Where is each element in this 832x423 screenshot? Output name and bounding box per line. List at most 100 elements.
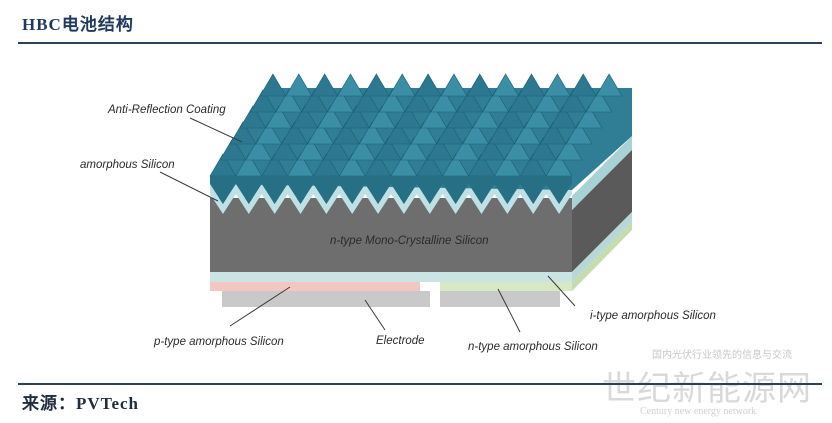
watermark-en: Century new energy network [640, 406, 756, 417]
amorphous-silicon-layer [210, 184, 572, 214]
coating-pyramid [368, 105, 396, 129]
coating-pyramid [317, 105, 344, 129]
label-amorphous-top: amorphous Silicon [80, 159, 175, 171]
header-divider [18, 42, 822, 44]
coating-pyramid [327, 89, 354, 113]
coating-pyramid [595, 73, 623, 97]
coating-pyramid [219, 137, 247, 161]
coating-pyramid [352, 89, 380, 113]
coating-pyramid [430, 89, 458, 113]
coating-pyramid [245, 137, 273, 161]
coating-pyramid [456, 89, 484, 113]
substrate-layer [210, 198, 572, 272]
coating-pyramid [466, 73, 494, 97]
coating-pyramid [436, 121, 464, 145]
coating-pyramid [565, 121, 593, 145]
coating-pyramid [513, 121, 541, 145]
i-type-layer [210, 272, 572, 282]
coating-pyramid [518, 73, 545, 97]
coating-pyramid [275, 89, 303, 113]
coating-pyramid [440, 73, 468, 97]
anti-reflection-coating-front [210, 176, 572, 204]
coating-pyramid [259, 73, 287, 97]
coating-pyramid [229, 121, 257, 145]
page-title: HBC电池结构 [22, 15, 134, 34]
coating-pyramids [209, 73, 623, 177]
coating-pyramid [301, 89, 329, 113]
coating-pyramid [420, 105, 448, 129]
coating-pyramid [388, 73, 416, 97]
coating-pyramid [549, 105, 577, 129]
watermark-small: 国内光伏行业领先的信息与交流 [652, 348, 792, 361]
substrate-side-face [572, 148, 632, 272]
i-type-layer-side [572, 212, 632, 282]
watermark-zh: 世纪新能源网 [602, 369, 812, 409]
coating-pyramid [555, 137, 583, 161]
coating-pyramid [384, 121, 412, 145]
coating-pyramid [410, 121, 438, 145]
coating-pyramid [378, 89, 406, 113]
coating-pyramid [508, 89, 535, 113]
coating-pyramid [337, 73, 364, 97]
leader-p-type [229, 286, 291, 327]
coating-pyramid [569, 73, 597, 97]
coating-pyramid [311, 73, 339, 97]
label-i-type: i-type amorphous Silicon [590, 310, 716, 322]
coating-pyramid [358, 121, 386, 145]
coating-pyramid [492, 73, 520, 97]
coating-pyramid [374, 137, 402, 161]
coating-pyramid [503, 137, 531, 161]
coating-pyramid [332, 121, 360, 145]
label-n-type: n-type amorphous Silicon [468, 341, 598, 353]
label-n-mono: n-type Mono-Crystalline Silicon [330, 235, 489, 247]
coating-pyramid [498, 105, 525, 129]
coating-pyramid [342, 105, 370, 129]
coating-pyramid [478, 137, 505, 161]
coating-pyramid [362, 73, 390, 97]
n-type-layer [440, 282, 572, 291]
coating-pyramid [348, 137, 376, 161]
coating-pyramid [297, 137, 324, 161]
coating-pyramid [575, 105, 603, 129]
electrode-left [222, 291, 430, 307]
coating-pyramid [255, 121, 283, 145]
coating-pyramid [482, 89, 510, 113]
coating-pyramid [414, 73, 442, 97]
coating-pyramid [543, 73, 571, 97]
coating-pyramid [472, 105, 500, 129]
coating-pyramid [265, 105, 293, 129]
coating-pyramid [452, 137, 480, 161]
leader-i-type [547, 275, 576, 307]
coating-pyramid [281, 121, 309, 145]
amorphous-side-face [572, 136, 632, 210]
label-p-type: p-type amorphous Silicon [153, 336, 284, 348]
label-anti-reflection: Anti-Reflection Coating [107, 104, 226, 116]
coating-pyramid [529, 137, 557, 161]
coating-pyramid [446, 105, 474, 129]
leader-n-type [497, 288, 521, 333]
leader-electrode [364, 299, 386, 331]
footer-divider [18, 383, 822, 385]
leader-amorphous-top [159, 171, 219, 202]
coating-pyramid [307, 121, 334, 145]
coating-pyramid [249, 89, 277, 113]
source-caption: 来源：PVTech [22, 394, 139, 413]
leader-anti-reflection [189, 117, 243, 143]
coating-pyramid [426, 137, 454, 161]
p-type-layer [210, 282, 420, 291]
label-electrode: Electrode [376, 335, 425, 347]
coating-pyramid [239, 105, 267, 129]
coating-pyramid [539, 121, 567, 145]
coating-pyramid [285, 73, 313, 97]
coating-pyramid [400, 137, 428, 161]
coating-pyramid [585, 89, 613, 113]
n-type-layer-side [572, 222, 632, 291]
coating-pyramid [533, 89, 561, 113]
coating-pyramid [322, 137, 350, 161]
coating-pyramid [271, 137, 299, 161]
coating-pyramid [523, 105, 551, 129]
coating-pyramid [291, 105, 319, 129]
coating-pyramid [559, 89, 587, 113]
coating-pyramid [488, 121, 515, 145]
